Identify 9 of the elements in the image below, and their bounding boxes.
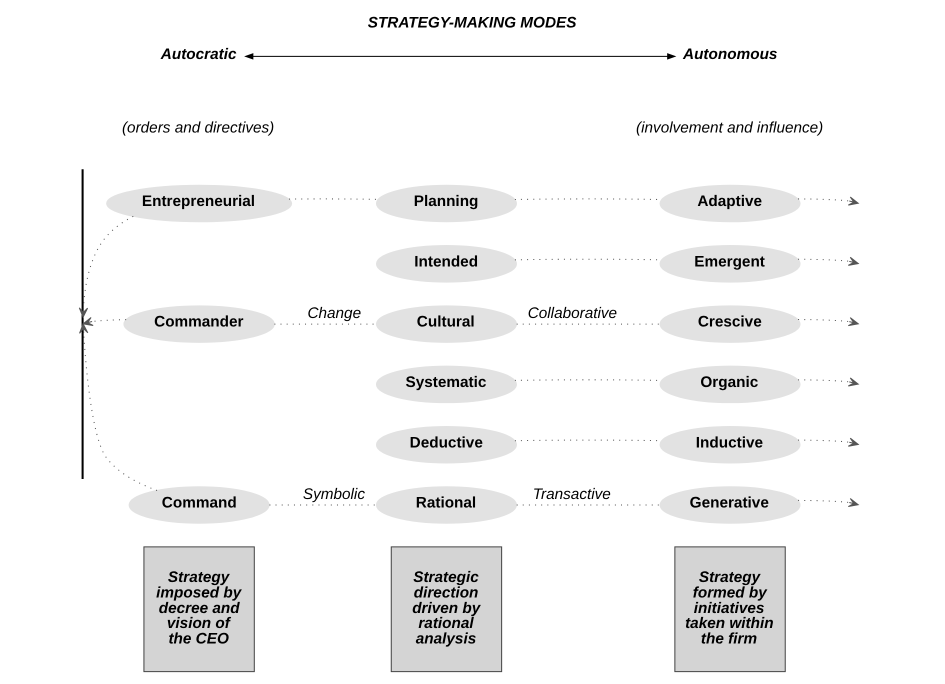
node-text: Autocratic xyxy=(160,46,237,63)
label: (orders and directives) xyxy=(122,119,274,136)
edge-label: Change xyxy=(307,304,362,322)
diagram-title: STRATEGY-MAKING MODES xyxy=(368,14,576,32)
edge-label: Symbolic xyxy=(302,486,365,503)
node-text: Autonomous xyxy=(683,46,778,63)
edge-label: Collaborative xyxy=(528,304,618,322)
label: (involvement and influence) xyxy=(636,119,824,136)
edge-label: Transactive xyxy=(532,486,611,503)
